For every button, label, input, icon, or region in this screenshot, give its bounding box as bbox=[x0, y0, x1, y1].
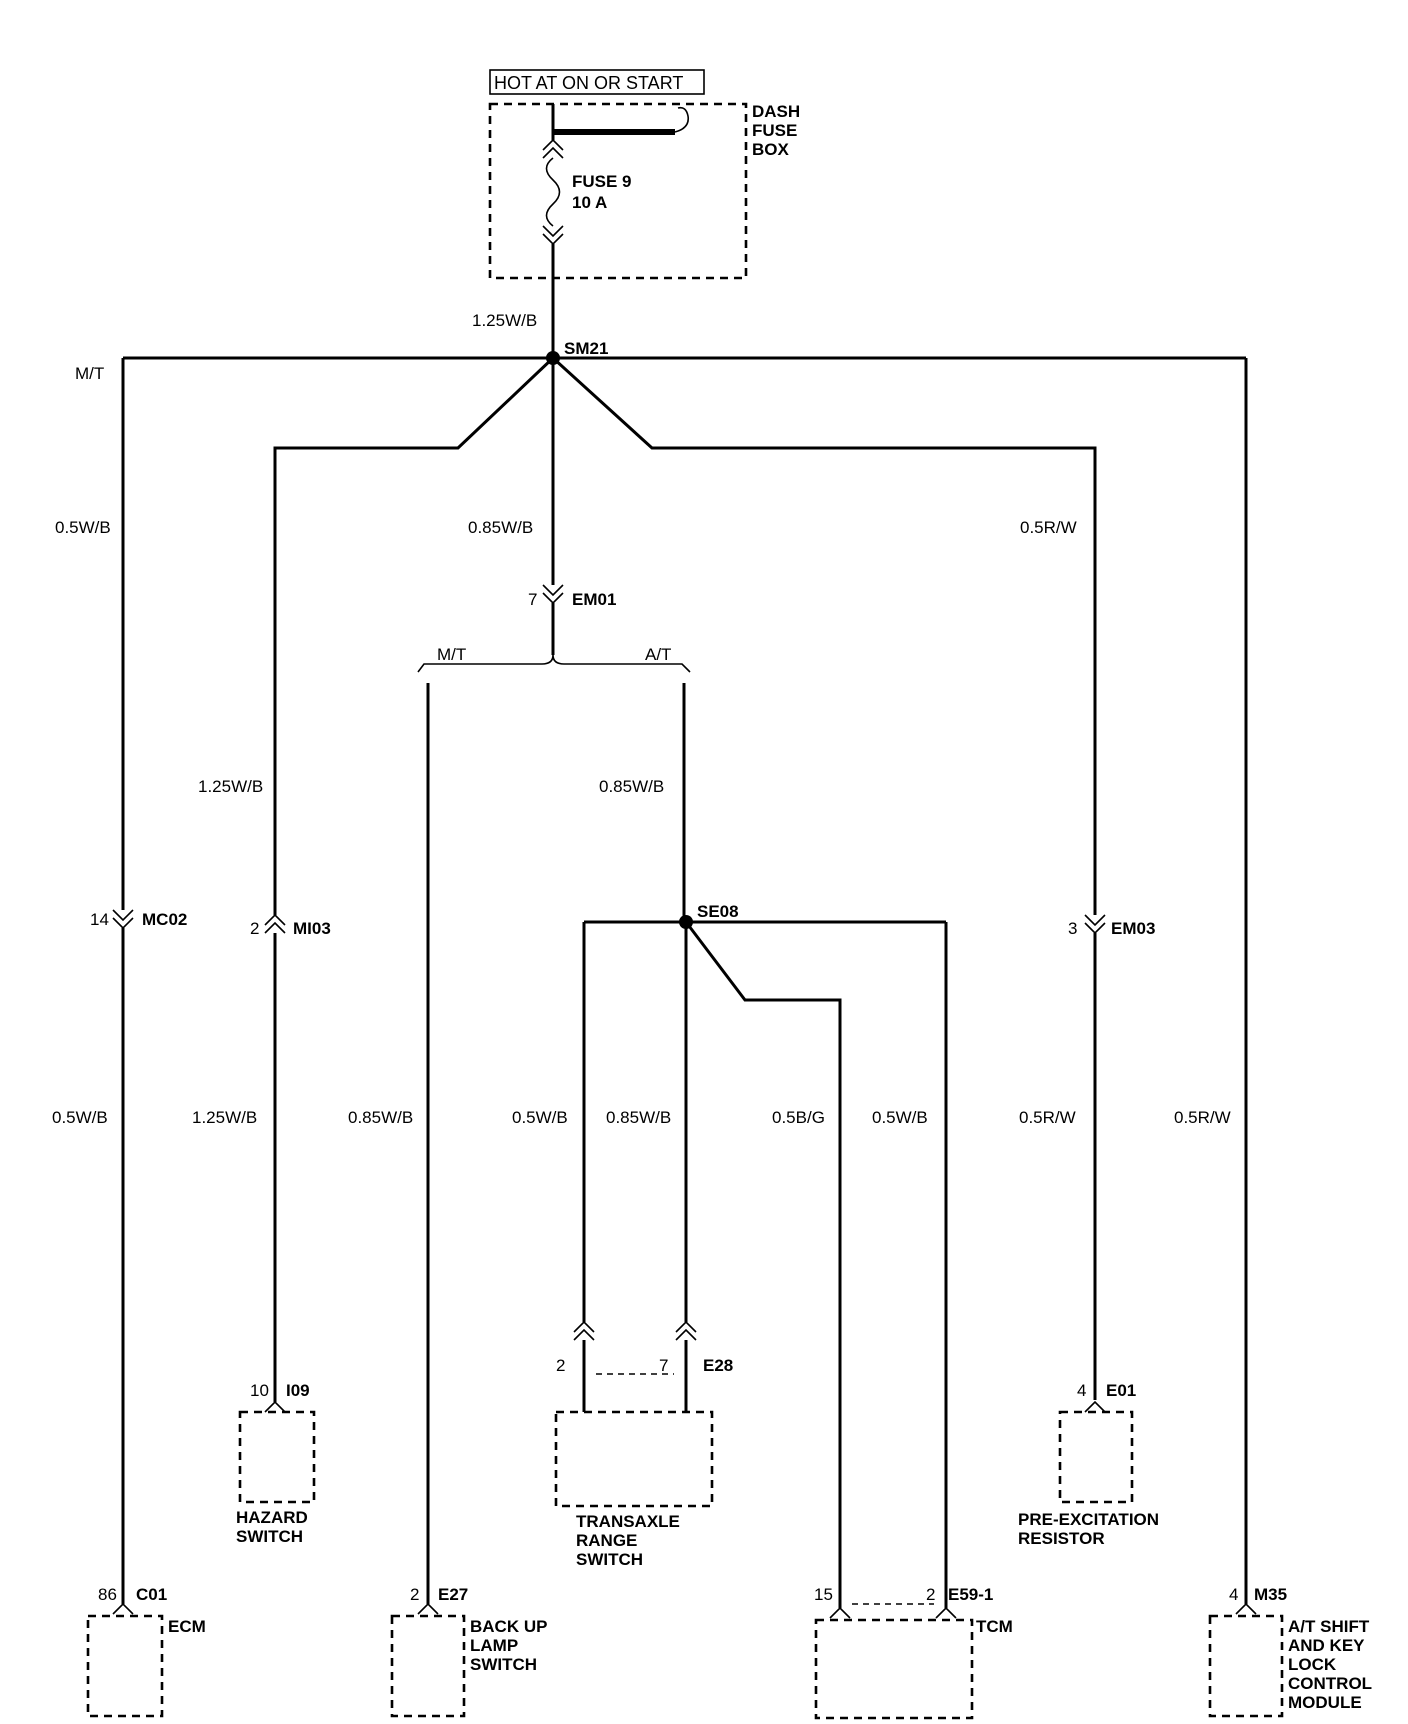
connector-c01-pin: 86 bbox=[98, 1585, 117, 1604]
splice-se08-label: SE08 bbox=[697, 902, 739, 921]
connector-mc02-pin: 14 bbox=[90, 910, 109, 929]
connector-mc02-icon bbox=[112, 909, 134, 930]
connector-mi03-icon bbox=[264, 913, 286, 934]
transmission-split-brace bbox=[417, 654, 691, 673]
ecm-box bbox=[86, 1614, 164, 1718]
connector-mi03-pin: 2 bbox=[250, 919, 259, 938]
fuse-top-terminal-icon bbox=[542, 138, 564, 159]
wire-tcm-bg-label: 0.5B/G bbox=[772, 1108, 825, 1127]
power-header: HOT AT ON OR START bbox=[494, 73, 683, 93]
fuse-bottom-terminal-icon bbox=[542, 225, 564, 246]
pre-excitation-branch bbox=[551, 356, 1097, 915]
transaxle-range-switch-box bbox=[554, 1410, 714, 1508]
connector-e01-icon bbox=[1084, 1400, 1106, 1413]
fuse-box-label-3: BOX bbox=[752, 140, 790, 159]
wire-hazard-upper-label: 1.25W/B bbox=[198, 777, 263, 796]
connector-e28-pin2-icon bbox=[573, 1320, 595, 1341]
wire-trans-left-label: 0.5W/B bbox=[512, 1108, 568, 1127]
tcm-box bbox=[814, 1618, 974, 1720]
connector-c01-icon bbox=[112, 1602, 134, 1615]
connector-mi03-name: MI03 bbox=[293, 919, 331, 938]
connector-m35-pin: 4 bbox=[1229, 1585, 1238, 1604]
hazard-switch-box bbox=[238, 1410, 316, 1504]
connector-e59-pin15-icon bbox=[829, 1606, 851, 1619]
dash-fuse-box-outline bbox=[488, 102, 748, 280]
wire-center-upper-label: 0.85W/B bbox=[468, 518, 533, 537]
header-box bbox=[489, 69, 705, 95]
connector-e59-name: E59-1 bbox=[948, 1585, 993, 1604]
connector-em01-name: EM01 bbox=[572, 590, 616, 609]
pre-excitation-resistor-box bbox=[1058, 1410, 1134, 1504]
connector-em03-icon bbox=[1084, 914, 1106, 935]
connector-e59-pin15: 15 bbox=[814, 1585, 833, 1604]
connector-e27-pin: 2 bbox=[410, 1585, 419, 1604]
ecm-label: ECM bbox=[168, 1617, 206, 1636]
wire-tcm-wb-label: 0.5W/B bbox=[872, 1108, 928, 1127]
wire-mt-left-label: M/T bbox=[75, 364, 104, 383]
wire-at-upper-label: 0.85W/B bbox=[599, 777, 664, 796]
connector-e28-pin2: 2 bbox=[556, 1356, 565, 1375]
hazard-branch bbox=[273, 356, 555, 915]
pre-label-1: PRE-EXCITATION bbox=[1018, 1510, 1159, 1529]
shift-module-box bbox=[1208, 1614, 1284, 1718]
wire-right-upper-label: 0.5R/W bbox=[1020, 518, 1077, 537]
wire-ecm-upper-label: 0.5W/B bbox=[55, 518, 111, 537]
connector-e01-name: E01 bbox=[1106, 1381, 1136, 1400]
connector-e28-pin7: 7 bbox=[659, 1356, 668, 1375]
wire-main-label: 1.25W/B bbox=[472, 311, 537, 330]
fuse-box-label-1: DASH bbox=[752, 102, 800, 121]
shift-label-2: AND KEY bbox=[1288, 1636, 1365, 1655]
hazard-label-1: HAZARD bbox=[236, 1508, 308, 1527]
backup-label-1: BACK UP bbox=[470, 1617, 547, 1636]
wire-pre-lower-label: 0.5R/W bbox=[1019, 1108, 1076, 1127]
connector-i09-pin: 10 bbox=[250, 1381, 269, 1400]
fuse-box-label-2: FUSE bbox=[752, 121, 797, 140]
connector-m35-name: M35 bbox=[1254, 1585, 1287, 1604]
branch-at-label: A/T bbox=[645, 645, 671, 664]
connector-i09-icon bbox=[264, 1400, 286, 1413]
connector-e59-pin2: 2 bbox=[926, 1585, 935, 1604]
tcm-label: TCM bbox=[976, 1617, 1013, 1636]
shift-label-5: MODULE bbox=[1288, 1693, 1362, 1712]
connector-e27-icon bbox=[417, 1602, 439, 1615]
wire-backup-label: 0.85W/B bbox=[348, 1108, 413, 1127]
transaxle-label-1: TRANSAXLE bbox=[576, 1512, 680, 1531]
connector-mc02-name: MC02 bbox=[142, 910, 187, 929]
tcm-bg-wire bbox=[684, 921, 842, 1608]
pre-label-2: RESISTOR bbox=[1018, 1529, 1105, 1548]
shift-label-4: CONTROL bbox=[1288, 1674, 1372, 1693]
connector-e28-pin7-icon bbox=[675, 1320, 697, 1341]
shift-label-3: LOCK bbox=[1288, 1655, 1337, 1674]
connector-e27-name: E27 bbox=[438, 1585, 468, 1604]
fuse-element-icon bbox=[545, 157, 561, 227]
connector-em03-pin: 3 bbox=[1068, 919, 1077, 938]
fuse-rating: 10 A bbox=[572, 193, 607, 212]
connector-em03-name: EM03 bbox=[1111, 919, 1155, 938]
wire-trans-center-label: 0.85W/B bbox=[606, 1108, 671, 1127]
bus-bar-hook bbox=[674, 106, 690, 133]
connector-e01-pin: 4 bbox=[1077, 1381, 1086, 1400]
connector-m35-icon bbox=[1235, 1602, 1257, 1615]
hazard-label-2: SWITCH bbox=[236, 1527, 303, 1546]
backup-label-3: SWITCH bbox=[470, 1655, 537, 1674]
wire-shift-label: 0.5R/W bbox=[1174, 1108, 1231, 1127]
transaxle-label-3: SWITCH bbox=[576, 1550, 643, 1569]
wire-ecm-lower-label: 0.5W/B bbox=[52, 1108, 108, 1127]
splice-sm21-label: SM21 bbox=[564, 339, 608, 358]
connector-c01-name: C01 bbox=[136, 1585, 167, 1604]
connector-i09-name: I09 bbox=[286, 1381, 310, 1400]
backup-lamp-switch-box bbox=[390, 1614, 466, 1718]
wire-hazard-lower-label: 1.25W/B bbox=[192, 1108, 257, 1127]
backup-label-2: LAMP bbox=[470, 1636, 518, 1655]
connector-e59-pin2-icon bbox=[935, 1606, 957, 1619]
connector-em01-pin: 7 bbox=[528, 590, 537, 609]
connector-e28-name: E28 bbox=[703, 1356, 733, 1375]
connector-em01-icon bbox=[542, 584, 564, 605]
fuse-name: FUSE 9 bbox=[572, 172, 632, 191]
transaxle-label-2: RANGE bbox=[576, 1531, 637, 1550]
shift-label-1: A/T SHIFT bbox=[1288, 1617, 1370, 1636]
branch-mt-label: M/T bbox=[437, 645, 466, 664]
